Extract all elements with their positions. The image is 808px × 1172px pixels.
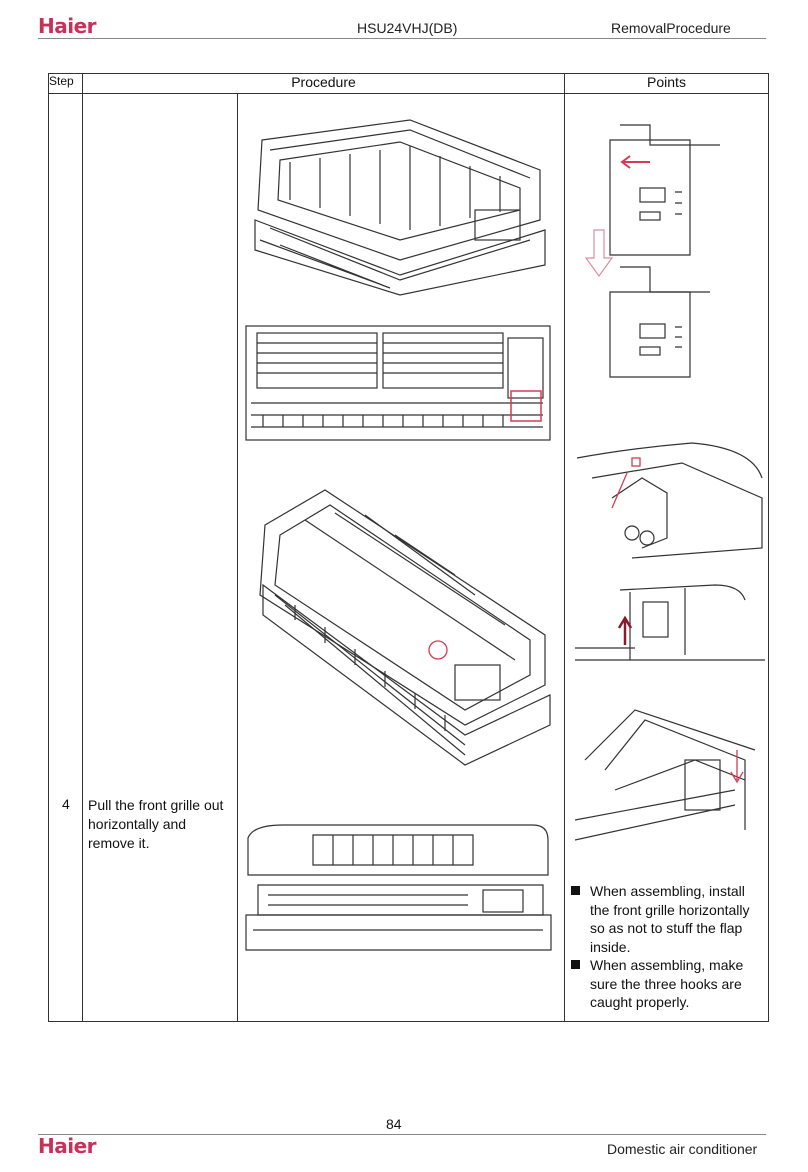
illustration-front-view xyxy=(245,325,551,441)
procedure-text: Pull the front grille out horizontally a… xyxy=(88,797,224,851)
step-cell xyxy=(48,93,83,1022)
arrow-down-icon xyxy=(584,229,614,278)
procedure-table: Step Procedure Points xyxy=(48,73,769,1022)
illustration-display-panel-1 xyxy=(609,124,720,256)
footer-brand-logo: Haier xyxy=(38,1134,97,1158)
bullet-square-icon xyxy=(571,960,580,969)
procedure-cell xyxy=(82,93,565,1022)
step-number: 4 xyxy=(62,796,70,812)
point-item: When assembling, install the front grill… xyxy=(570,882,766,956)
points-header: Points xyxy=(564,73,769,94)
procedure-divider xyxy=(237,94,238,1022)
step-header: Step xyxy=(48,73,83,94)
footer-product: Domestic air conditioner xyxy=(607,1141,758,1157)
illustration-hook-detail-3 xyxy=(575,709,756,841)
illustration-grille-removal-2 xyxy=(259,489,551,766)
illustration-grille-separated xyxy=(245,824,552,951)
page-number: 84 xyxy=(386,1116,402,1132)
footer-rule xyxy=(38,1134,766,1135)
procedure-header: Procedure xyxy=(82,73,565,94)
illustration-display-panel-2 xyxy=(609,266,710,378)
points-cell xyxy=(564,93,769,1022)
illustration-grille-removal-1 xyxy=(254,119,546,296)
illustration-hook-detail-2 xyxy=(575,584,765,661)
header-rule xyxy=(38,38,766,39)
brand-logo: Haier xyxy=(38,14,97,38)
point-item: When assembling, make sure the three hoo… xyxy=(570,956,766,1012)
section-title: RemovalProcedure xyxy=(611,20,731,36)
illustration-hook-detail-1 xyxy=(576,442,763,559)
model-number: HSU24VHJ(DB) xyxy=(357,20,458,36)
bullet-square-icon xyxy=(571,886,580,895)
points-list: When assembling, install the front grill… xyxy=(570,882,766,1012)
